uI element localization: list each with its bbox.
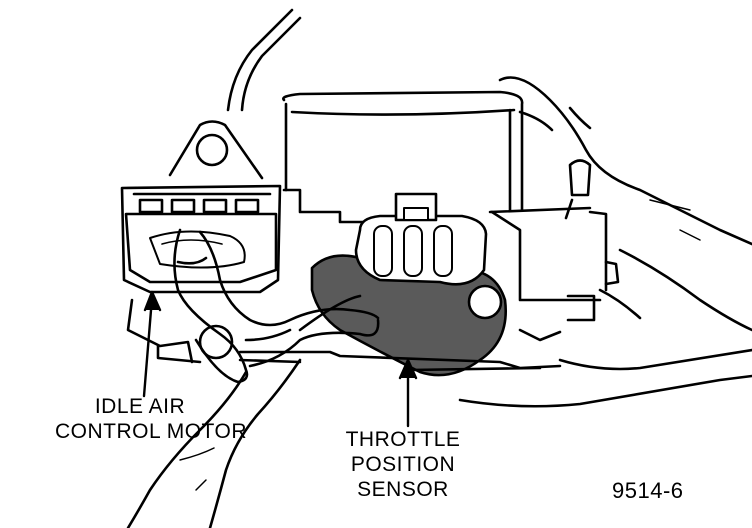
throttle-position-sensor-label-line-3: SENSOR <box>357 478 449 501</box>
mounting-flange <box>126 298 562 372</box>
throttle-position-sensor-label-line-1: THROTTLE <box>345 428 461 451</box>
throttle-position-sensor <box>310 192 507 377</box>
iac-leader-line <box>142 296 154 398</box>
tps-arrowhead <box>398 358 418 380</box>
throttle-body <box>282 90 592 224</box>
vacuum-hose <box>226 8 302 112</box>
left-glove <box>126 228 380 528</box>
idle-air-control-motor-label-line-2: CONTROL MOTOR <box>55 420 248 443</box>
throttle-position-sensor-label-line-2: POSITION <box>350 453 456 476</box>
right-glove <box>458 76 752 408</box>
iac-arrowhead <box>143 290 162 312</box>
idle-air-control-motor-label-line-1: IDLE AIR <box>94 395 186 418</box>
right-housing <box>490 159 620 342</box>
idle-air-control-motor <box>120 120 282 294</box>
figure-number: 9514-6 <box>612 478 684 503</box>
leader-lines <box>142 290 418 428</box>
throttle-position-sensor-label: THROTTLE POSITION SENSOR <box>333 427 473 502</box>
idle-air-control-motor-label: IDLE AIR CONTROL MOTOR <box>55 394 248 444</box>
